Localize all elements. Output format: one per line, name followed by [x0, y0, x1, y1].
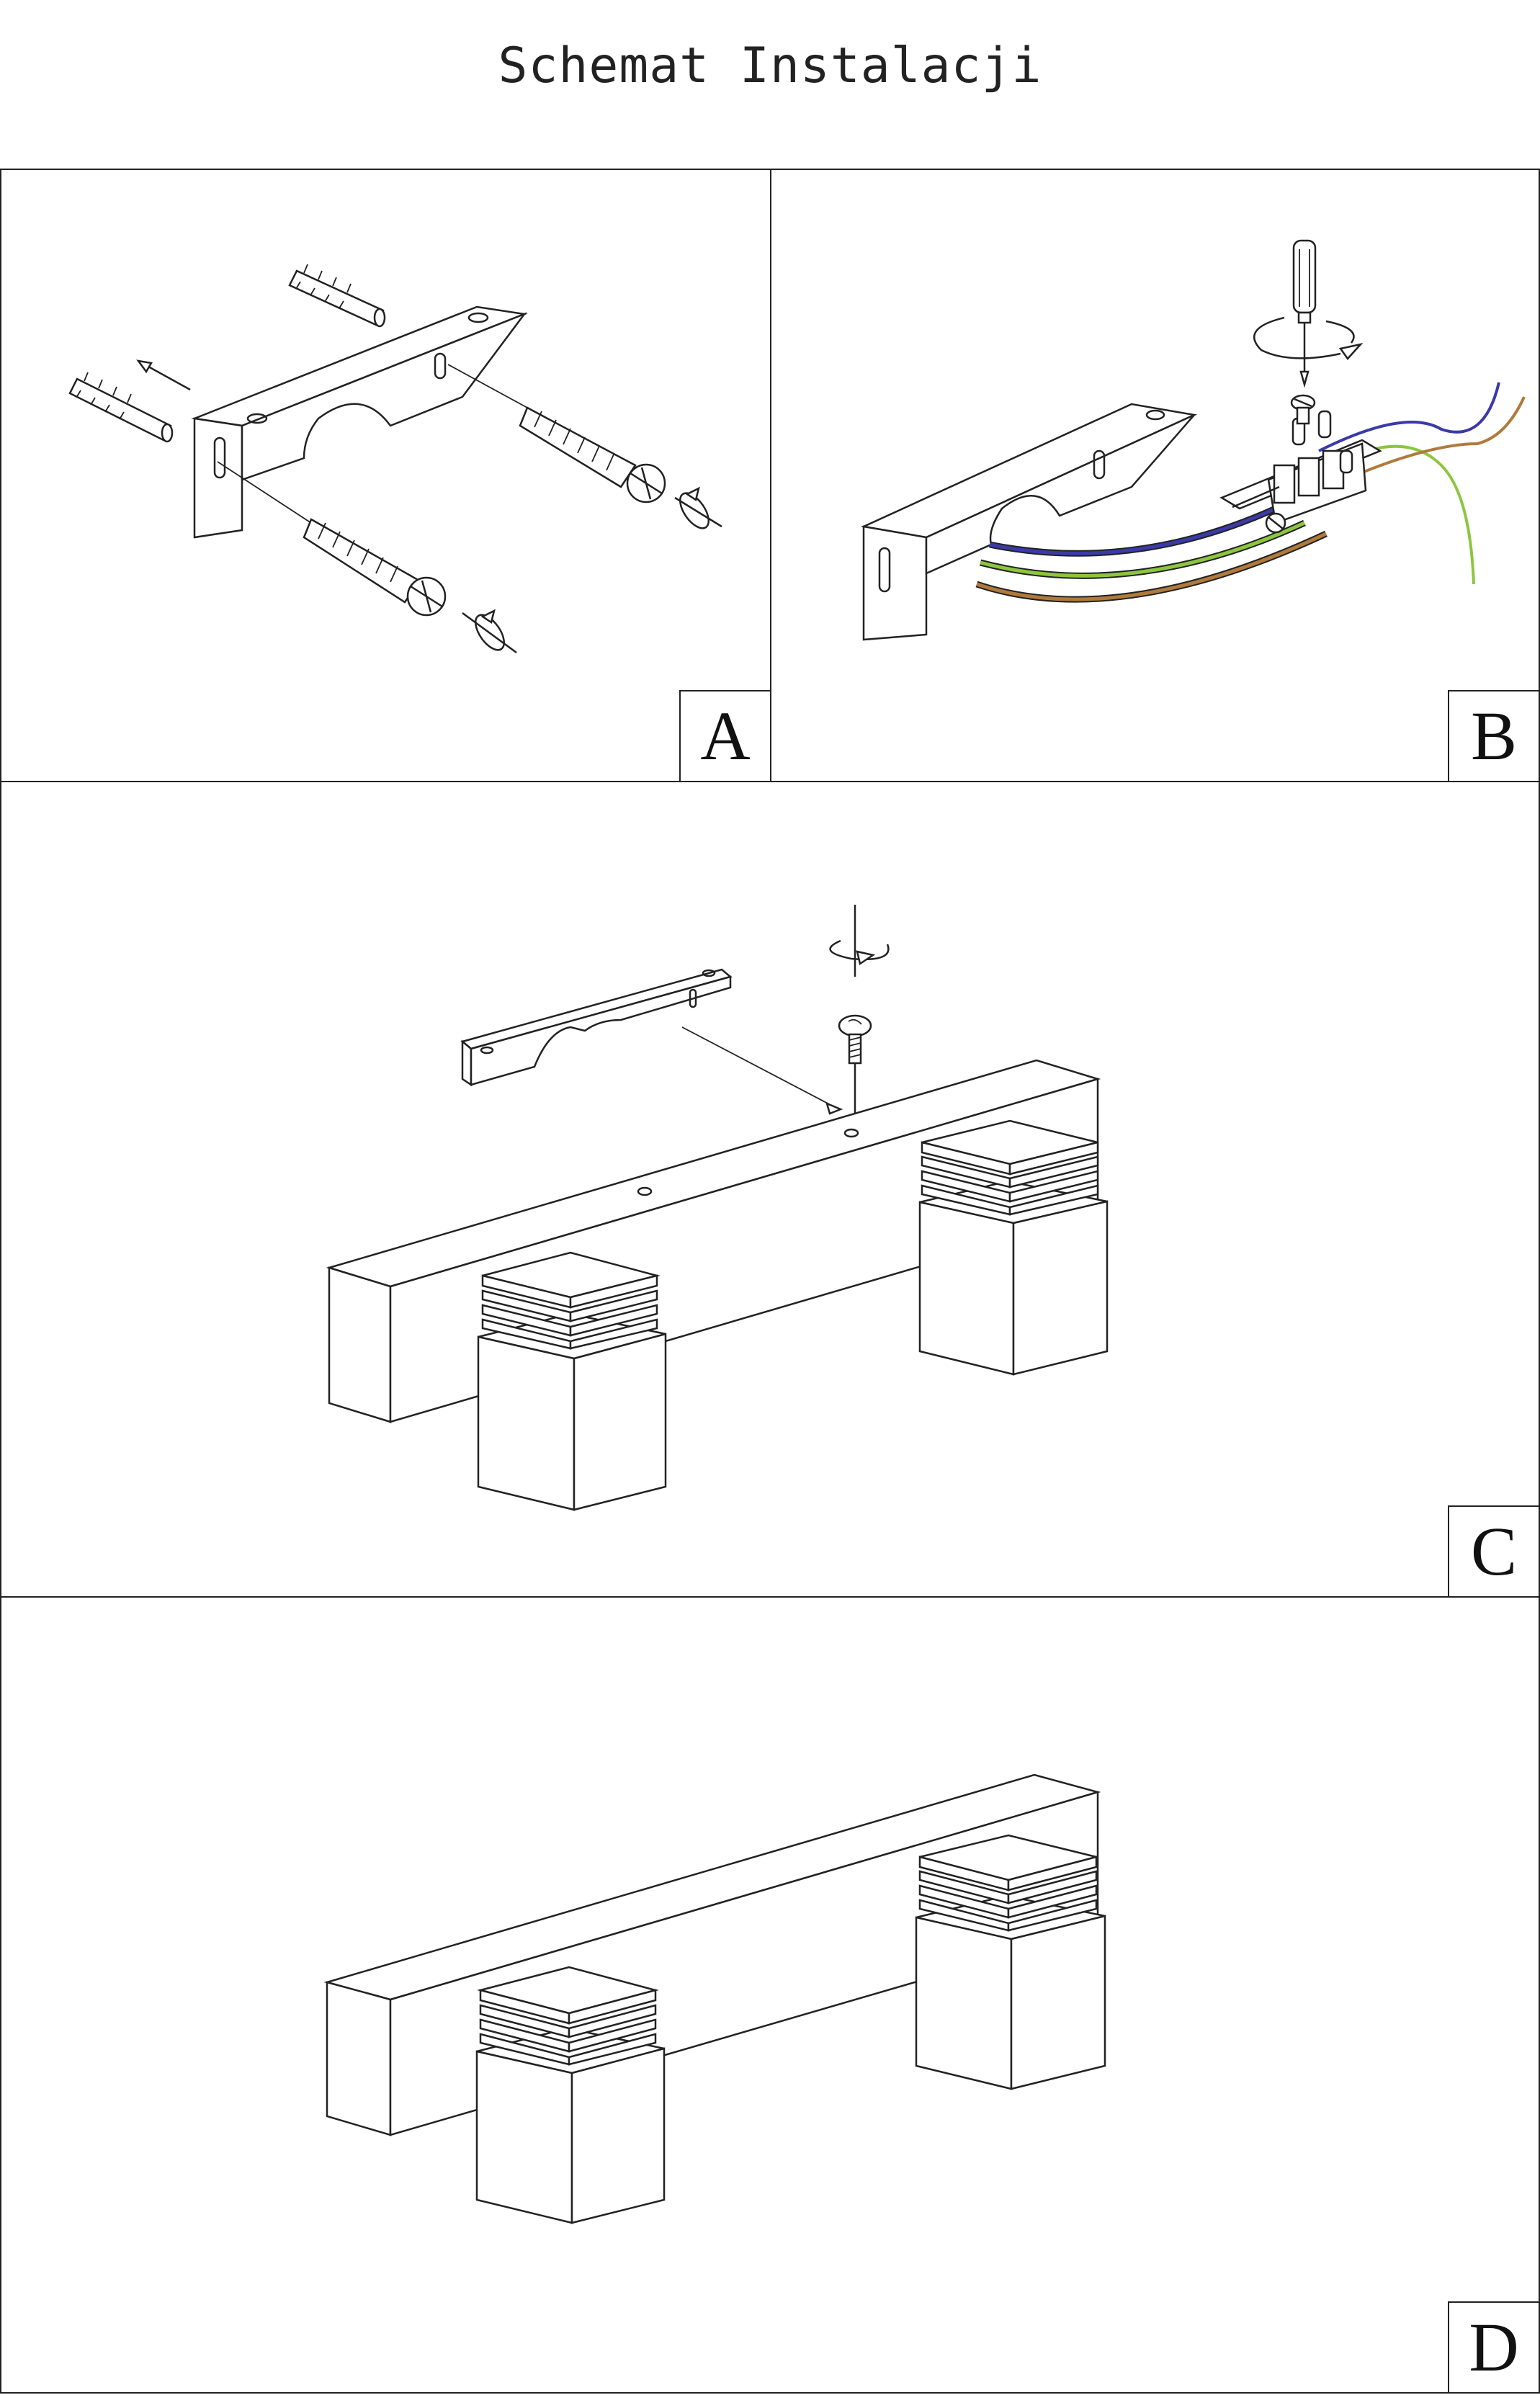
- rotate-arrow-icon: [1253, 316, 1364, 360]
- wall-plug-icon: [68, 372, 174, 443]
- screw-icon: [1290, 394, 1316, 425]
- screwdriver-icon: [1292, 239, 1317, 388]
- wires: [975, 382, 1526, 603]
- terminal-block-icon: [1219, 410, 1382, 534]
- panel-a-drawing: [68, 264, 722, 654]
- screw-icon: [519, 406, 666, 503]
- panel-d: D: [0, 1596, 1540, 2394]
- lamp-head-right: [918, 1119, 1109, 1376]
- panel-d-label: D: [1448, 2301, 1539, 2392]
- page-title: Schemat Instalacji: [498, 37, 1042, 94]
- mounting-bracket: [191, 305, 528, 539]
- panel-d-drawing: [323, 1773, 1106, 2224]
- mounting-bracket: [460, 968, 733, 1087]
- wire-brown: [976, 532, 1328, 601]
- lamp-head-left: [475, 1966, 666, 2224]
- panel-c-label: C: [1448, 1505, 1539, 1596]
- panel-c: C: [0, 781, 1540, 1598]
- rotate-arrow-icon: [829, 905, 890, 977]
- panel-b: B: [770, 169, 1540, 782]
- lamp-head-left: [477, 1251, 667, 1511]
- rotate-arrow-icon: [674, 486, 722, 529]
- wire-blue: [989, 506, 1277, 555]
- wire-green-yellow: [980, 521, 1306, 578]
- rotate-arrow-icon: [462, 609, 517, 654]
- panel-b-drawing: [860, 239, 1526, 641]
- wall-plug-icon: [288, 264, 386, 328]
- panel-a-label: A: [679, 690, 770, 781]
- panel-c-drawing: [326, 905, 1109, 1511]
- screw-icon: [303, 518, 447, 617]
- panel-b-label: B: [1448, 690, 1539, 781]
- mounting-bracket: [860, 403, 1198, 641]
- screw-icon: [838, 1014, 872, 1121]
- lamp-head-right: [915, 1834, 1106, 2090]
- panel-a: A: [0, 169, 771, 782]
